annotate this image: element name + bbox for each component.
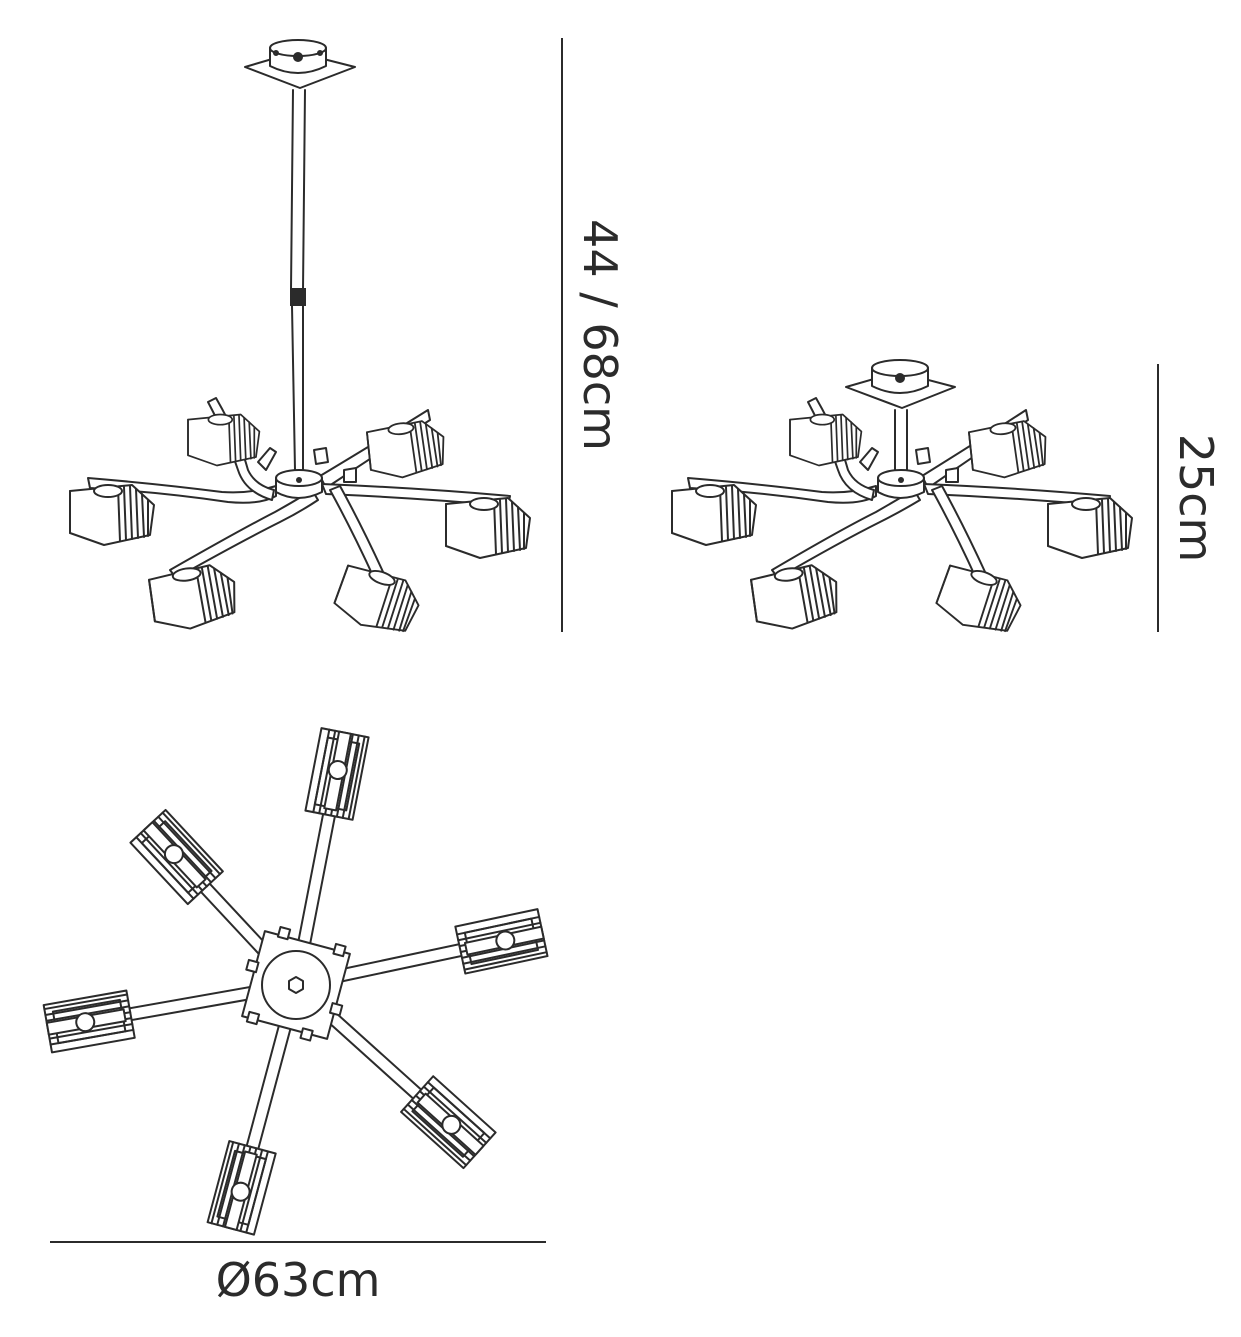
diameter-dimension: Ø63cm: [50, 1241, 546, 1307]
flush-height-dimension: 25cm: [1157, 364, 1223, 632]
flush-light-shades: [671, 413, 1133, 643]
pendant-side-view: [69, 39, 531, 643]
top-view-canopy: [241, 926, 351, 1042]
ceiling-canopy: [244, 39, 356, 89]
flush-side-view: [671, 359, 1133, 643]
diameter-label: Ø63cm: [216, 1253, 381, 1307]
light-shades: [69, 413, 531, 643]
flush-height-label: 25cm: [1169, 434, 1223, 563]
central-hub: [275, 469, 323, 499]
flush-hub: [877, 469, 925, 499]
pendant-height-dimension: 44 / 68cm: [561, 38, 627, 632]
suspension-rod: [290, 89, 306, 471]
top-plan-view: [42, 727, 549, 1236]
pendant-height-label: 44 / 68cm: [573, 219, 627, 451]
flush-canopy: [845, 359, 956, 471]
